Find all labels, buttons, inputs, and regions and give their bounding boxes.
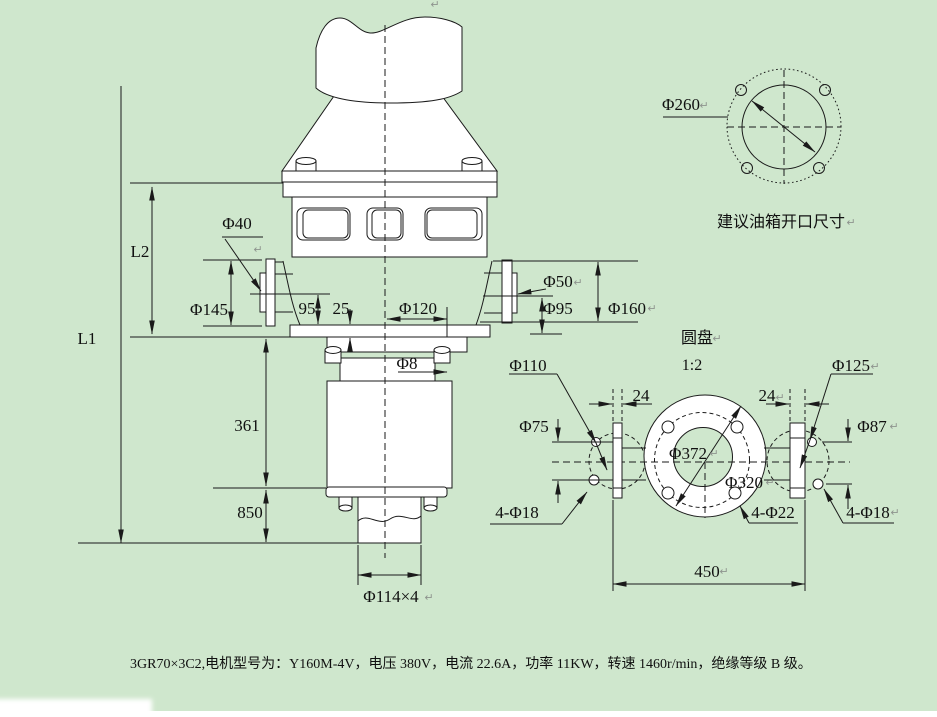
dim-d320: Φ320 bbox=[725, 473, 763, 492]
lower-pump-body bbox=[325, 380, 453, 498]
main-view-dimensions bbox=[78, 86, 638, 585]
pipe-break-wave bbox=[357, 515, 422, 522]
tank-bolt-hole bbox=[813, 162, 825, 174]
dim-d87: Φ87 bbox=[857, 417, 887, 436]
right-flange-dashed-circle bbox=[766, 429, 830, 493]
motor-outline bbox=[315, 16, 463, 104]
dim-d125: Φ125 bbox=[832, 356, 870, 375]
paragraph-mark: ↵ bbox=[846, 216, 855, 229]
paragraph-mark: ↵ bbox=[775, 391, 784, 404]
paragraph-mark: ↵ bbox=[870, 360, 879, 373]
paragraph-mark: ↵ bbox=[573, 276, 582, 289]
dim-850: 850 bbox=[237, 503, 263, 522]
dim-d75: Φ75 bbox=[519, 417, 548, 436]
bottom-bolt-left bbox=[338, 496, 353, 512]
dim-361: 361 bbox=[234, 416, 260, 435]
dim-d260: Φ260 bbox=[662, 95, 700, 114]
dim-d110: Φ110 bbox=[509, 356, 546, 375]
dim-d160: Φ160 bbox=[608, 299, 646, 318]
dim-d145: Φ145 bbox=[190, 300, 228, 319]
dim-holes-center: 4-Φ22 bbox=[751, 503, 795, 522]
paragraph-mark: ↵ bbox=[712, 332, 721, 345]
bolt-circle-dashed bbox=[654, 412, 750, 508]
housing-bolt-right bbox=[461, 157, 483, 172]
paragraph-mark: ↵ bbox=[765, 476, 774, 489]
neck-tube bbox=[339, 357, 436, 382]
paragraph-mark: ↵ bbox=[890, 506, 899, 519]
disc-scale: 1:2 bbox=[682, 357, 702, 374]
dim-l1: L1 bbox=[78, 329, 97, 348]
disc-bolt-hole bbox=[661, 486, 675, 500]
spec-text: 3GR70×3C2,电机型号为：Y160M-4V，电压 380V，电流 22.6… bbox=[130, 655, 812, 672]
inspection-window-right bbox=[424, 207, 483, 241]
disc-bolt-hole bbox=[730, 420, 744, 434]
paragraph-mark: ↵ bbox=[709, 447, 718, 460]
dim-l2: L2 bbox=[131, 242, 150, 261]
paragraph-mark: ↵ bbox=[430, 0, 439, 11]
paragraph-mark: ↵ bbox=[424, 591, 433, 604]
motor-flange-plates bbox=[281, 170, 498, 198]
disc-bolt-hole bbox=[661, 420, 675, 434]
paragraph-mark: ↵ bbox=[647, 302, 656, 315]
bottom-bolt-right bbox=[423, 496, 438, 512]
tank-opening-view: Φ260 建议油箱开口尺寸 bbox=[662, 68, 845, 231]
plate-bolt-right bbox=[433, 346, 451, 364]
dim-24-left: 24 bbox=[633, 386, 651, 405]
paragraph-mark: ↵ bbox=[699, 99, 708, 112]
dim-25: 25 bbox=[333, 299, 350, 318]
page-edge-highlight bbox=[0, 699, 937, 717]
dim-d95: Φ95 bbox=[543, 299, 572, 318]
dim-450: 450 bbox=[694, 562, 720, 581]
disc-view: 圆盘 1:2 Φ110 Φ75 24 24 Φ125 Φ87 Φ372 Φ320… bbox=[490, 328, 894, 591]
disc-view-dimensions bbox=[490, 373, 894, 591]
housing-bolt-left bbox=[295, 157, 317, 172]
inspection-window-left bbox=[296, 207, 351, 241]
left-port-flange bbox=[259, 258, 301, 327]
flange-bolt-hole bbox=[812, 478, 824, 490]
dim-d50: Φ50 bbox=[543, 272, 572, 291]
main-view-labels: L1 L2 Φ40 Φ145 95 25 Φ120 Φ50 Φ95 Φ160 Φ… bbox=[78, 214, 646, 606]
dim-d120: Φ120 bbox=[399, 299, 437, 318]
dim-d40: Φ40 bbox=[222, 214, 251, 233]
dim-holes-left: 4-Φ18 bbox=[495, 503, 539, 522]
tank-opening-caption: 建议油箱开口尺寸 bbox=[717, 213, 845, 231]
tank-bolt-hole bbox=[819, 84, 831, 96]
tank-bolt-hole bbox=[741, 162, 753, 174]
dim-pipe-size: Φ114×4 bbox=[363, 587, 419, 606]
disc-view-labels: 圆盘 1:2 Φ110 Φ75 24 24 Φ125 Φ87 Φ372 Φ320… bbox=[495, 328, 890, 581]
left-flange-plate bbox=[612, 422, 623, 499]
dim-24-right: 24 bbox=[759, 386, 777, 405]
pump-head-body bbox=[291, 196, 488, 258]
paragraph-mark: ↵ bbox=[889, 420, 898, 433]
dim-holes-right: 4-Φ18 bbox=[846, 503, 890, 522]
tank-bolt-hole bbox=[735, 84, 747, 96]
plate-bolt-left bbox=[324, 346, 342, 364]
mounting-plate bbox=[289, 324, 491, 353]
dim-d8: Φ8 bbox=[397, 354, 418, 373]
paragraph-marks: ↵ ↵ ↵ ↵ ↵ ↵ ↵ ↵ ↵ ↵ ↵ ↵ ↵ ↵ ↵ bbox=[253, 0, 899, 604]
dim-d372: Φ372 bbox=[669, 444, 707, 463]
paragraph-mark: ↵ bbox=[719, 565, 728, 578]
suction-pipe bbox=[357, 496, 422, 544]
disc-title: 圆盘 bbox=[681, 328, 713, 347]
paragraph-mark: ↵ bbox=[253, 243, 262, 256]
dim-95: 95 bbox=[299, 299, 316, 318]
